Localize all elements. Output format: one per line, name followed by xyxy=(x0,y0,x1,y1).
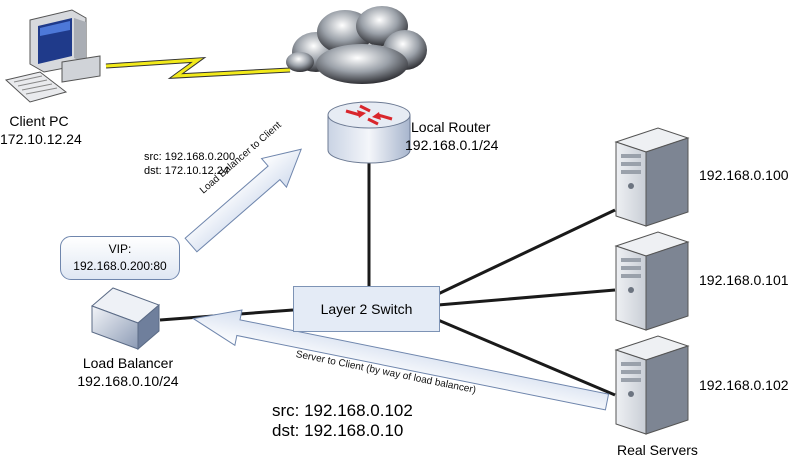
network-links xyxy=(159,160,616,397)
server-1-ip: 192.168.0.100 xyxy=(699,167,789,183)
client-pc-label: Client PC 172.10.12.24 xyxy=(0,112,82,148)
wireless-link xyxy=(105,56,291,79)
link-switch-server-1 xyxy=(437,208,616,296)
client-pc-name: Client PC xyxy=(9,113,69,129)
load-balancer-label: Load Balancer 192.168.0.10/24 xyxy=(55,354,201,390)
vip-box: VIP: 192.168.0.200:80 xyxy=(60,236,180,280)
server-to-client-src: src: 192.168.0.102 xyxy=(272,401,413,420)
server-2-ip: 192.168.0.101 xyxy=(699,272,789,288)
router-icon xyxy=(327,101,411,164)
router-ip: 192.168.0.1/24 xyxy=(405,137,499,153)
server-icon xyxy=(614,335,690,435)
load-balancer-name: Load Balancer xyxy=(82,355,174,371)
router-name: Local Router xyxy=(411,119,491,135)
internet-cloud-icon xyxy=(286,6,427,84)
load-balancer-icon xyxy=(91,287,160,351)
server-to-client-arrow xyxy=(191,309,610,411)
server-icon xyxy=(614,127,690,227)
real-servers-label: Real Servers xyxy=(617,442,698,458)
server-icon xyxy=(614,231,690,331)
link-switch-server-3 xyxy=(437,318,616,397)
load-balancer-ip: 192.168.0.10/24 xyxy=(77,373,179,389)
server-to-client-addresses: src: 192.168.0.102 dst: 192.168.0.10 xyxy=(272,401,413,441)
lb-to-client-addresses: src: 192.168.0.200 dst: 172.10.12.24 xyxy=(144,150,235,178)
layer2-switch: Layer 2 Switch xyxy=(293,286,440,332)
lb-to-client-arrow xyxy=(184,148,302,253)
vip-address: 192.168.0.200:80 xyxy=(73,259,167,273)
router-label: Local Router 192.168.0.1/24 xyxy=(405,118,498,154)
link-switch-server-2 xyxy=(437,288,616,307)
client-pc-icon xyxy=(4,9,101,103)
vip-title: VIP: xyxy=(108,242,132,256)
lb-to-client-src: src: 192.168.0.200 xyxy=(144,151,236,163)
server-3-ip: 192.168.0.102 xyxy=(699,377,789,393)
server-to-client-dst: dst: 192.168.0.10 xyxy=(272,421,404,440)
lb-to-client-dst: dst: 172.10.12.24 xyxy=(144,165,230,177)
client-pc-ip: 172.10.12.24 xyxy=(0,131,82,147)
